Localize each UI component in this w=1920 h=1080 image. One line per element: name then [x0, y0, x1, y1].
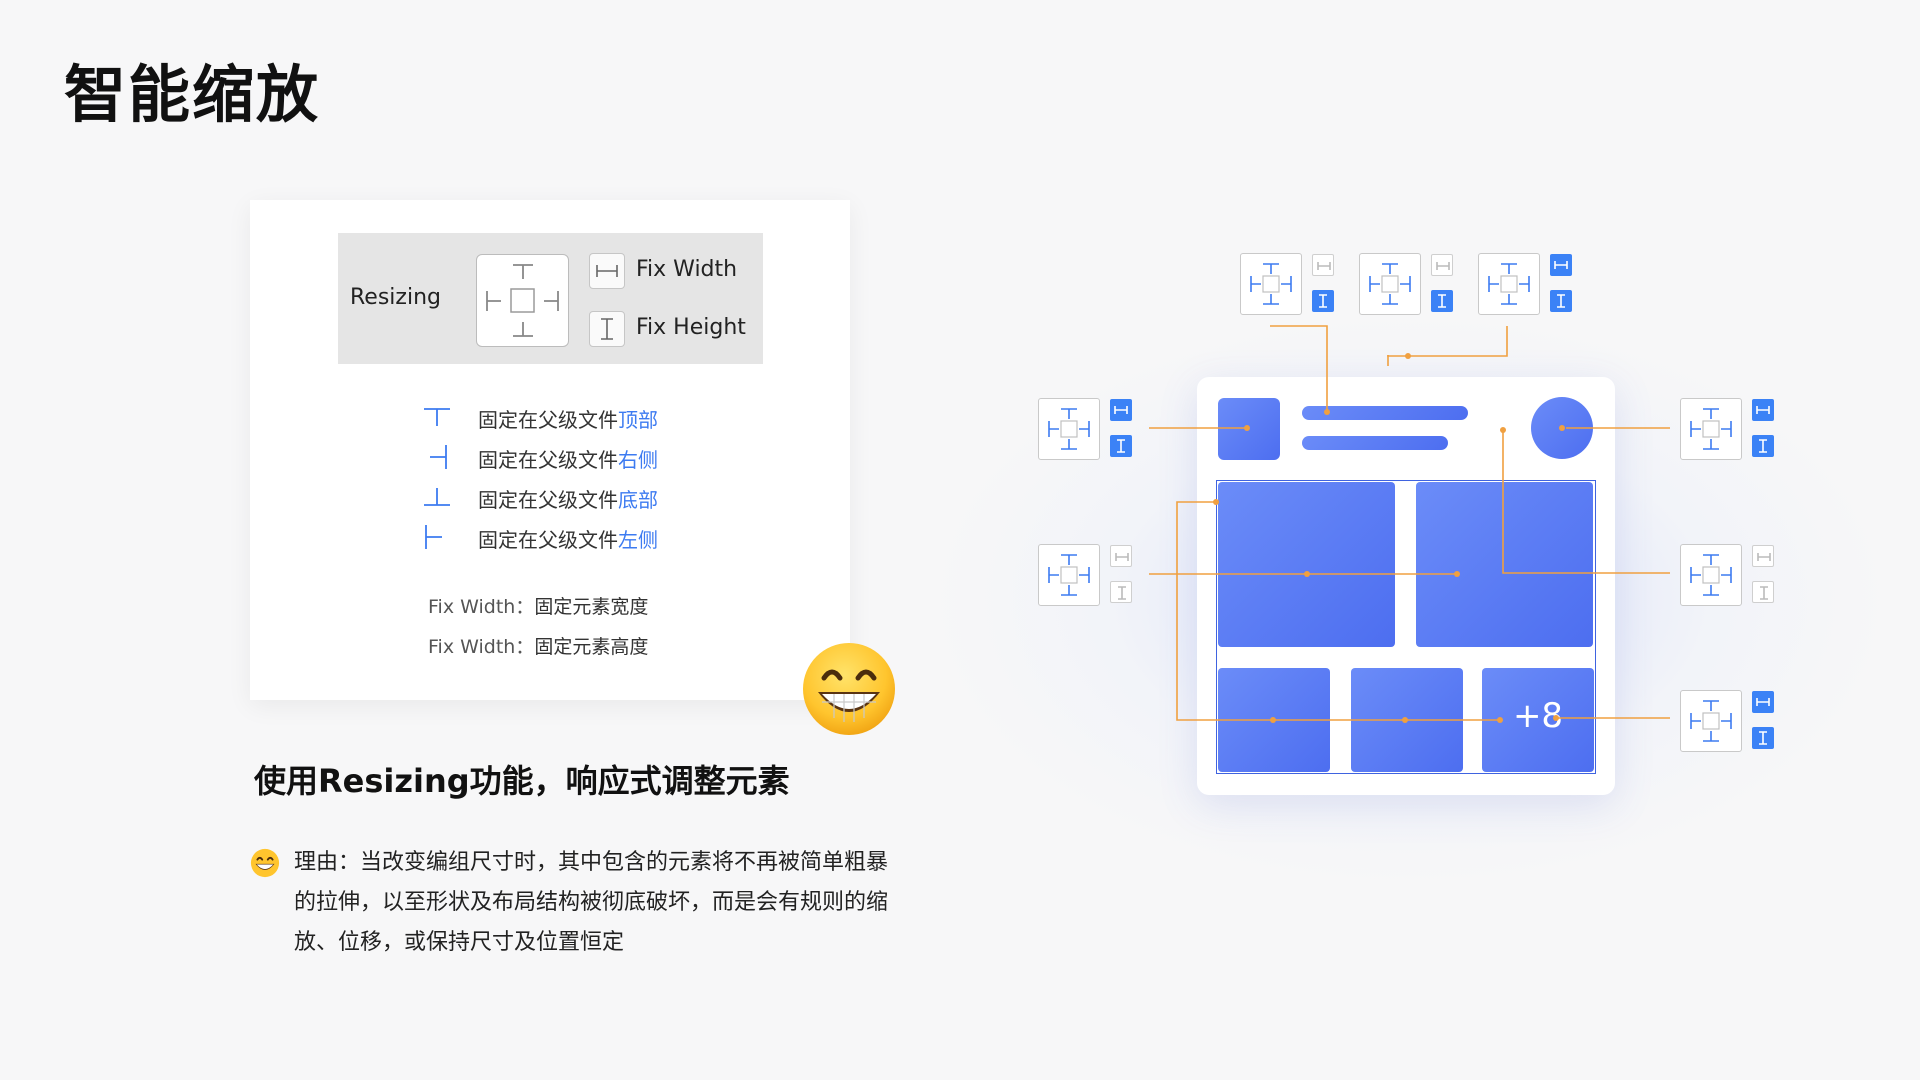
fix-height-icon[interactable]	[1312, 290, 1334, 312]
grinning-face-icon	[250, 848, 280, 878]
resizing-label: Resizing	[350, 285, 441, 310]
subheading: 使用Resizing功能，响应式调整元素	[254, 762, 790, 800]
fix-width-icon[interactable]	[1110, 399, 1132, 421]
page-title: 智能缩放	[64, 58, 321, 131]
pin-text-prefix: 固定在父级文件	[478, 488, 618, 512]
fix-note: Fix Width：固定元素宽度	[428, 592, 648, 619]
pin-text-prefix: 固定在父级文件	[478, 448, 618, 472]
fix-height-icon[interactable]	[1550, 290, 1572, 312]
fix-width-label: Fix Width	[636, 257, 738, 282]
fix-width-icon[interactable]	[1431, 254, 1453, 276]
pin-top-icon	[424, 408, 450, 426]
grinning-face-icon	[803, 643, 895, 735]
pin-text-highlight: 左侧	[618, 528, 658, 552]
pin-text-highlight: 右侧	[618, 448, 658, 472]
title-bar	[1302, 406, 1468, 420]
fix-note: Fix Width：固定元素高度	[428, 632, 648, 659]
pin-text-prefix: 固定在父级文件	[478, 528, 618, 552]
fix-width-icon[interactable]	[589, 253, 625, 289]
fix-height-icon[interactable]	[1752, 727, 1774, 749]
anchor-pin-icon[interactable]	[1478, 253, 1540, 315]
fix-note-term: Fix Width：	[428, 636, 535, 658]
pin-bottom-icon	[424, 488, 450, 506]
subtitle-bar	[1302, 436, 1448, 450]
list-item: 固定在父级文件左侧	[250, 522, 850, 552]
pin-left-icon	[425, 525, 442, 549]
list-item: 固定在父级文件右侧	[250, 442, 850, 472]
pin-text-highlight: 底部	[618, 488, 658, 512]
fix-width-icon[interactable]	[1312, 254, 1334, 276]
fix-width-icon[interactable]	[1752, 691, 1774, 713]
list-item: 固定在父级文件底部	[250, 482, 850, 512]
pin-right-icon	[430, 445, 447, 469]
anchor-pin-icon[interactable]	[1680, 690, 1742, 752]
fix-width-icon[interactable]	[1752, 399, 1774, 421]
resizing-panel: Resizing Fix Width Fix Height	[338, 233, 763, 364]
pin-text-prefix: 固定在父级文件	[478, 408, 618, 432]
anchor-pin-icon[interactable]	[1359, 253, 1421, 315]
fix-height-icon[interactable]	[1752, 581, 1774, 603]
anchor-pin-icon[interactable]	[1038, 398, 1100, 460]
fix-height-icon[interactable]	[589, 311, 625, 347]
fix-width-icon[interactable]	[1752, 545, 1774, 567]
fix-width-icon[interactable]	[1110, 545, 1132, 567]
fix-note-desc: 固定元素高度	[534, 636, 649, 658]
resizing-card: Resizing Fix Width Fix Height 固定在父级文件顶部 …	[250, 200, 850, 700]
fix-height-icon[interactable]	[1110, 435, 1132, 457]
anchor-pin-icon[interactable]	[1680, 398, 1742, 460]
content-tile	[1416, 482, 1593, 647]
fix-height-icon[interactable]	[1110, 581, 1132, 603]
grid-frame	[1216, 480, 1596, 774]
anchor-pin-icon[interactable]	[1240, 253, 1302, 315]
anchor-pin-icon[interactable]	[476, 254, 569, 347]
fix-height-icon[interactable]	[1431, 290, 1453, 312]
reason-text: 理由：当改变编组尺寸时，其中包含的元素将不再被简单粗暴的拉伸，以至形状及布局结构…	[294, 850, 889, 955]
anchor-pin-icon[interactable]	[1680, 544, 1742, 606]
fix-note-desc: 固定元素宽度	[534, 596, 649, 618]
fix-height-icon[interactable]	[1752, 435, 1774, 457]
fix-height-label: Fix Height	[636, 315, 746, 340]
fix-width-icon[interactable]	[1550, 254, 1572, 276]
list-item: 固定在父级文件顶部	[250, 402, 850, 432]
fix-note-term: Fix Width：	[428, 596, 535, 618]
pin-text-highlight: 顶部	[618, 408, 658, 432]
content-tile	[1218, 482, 1395, 647]
anchor-pin-icon[interactable]	[1038, 544, 1100, 606]
